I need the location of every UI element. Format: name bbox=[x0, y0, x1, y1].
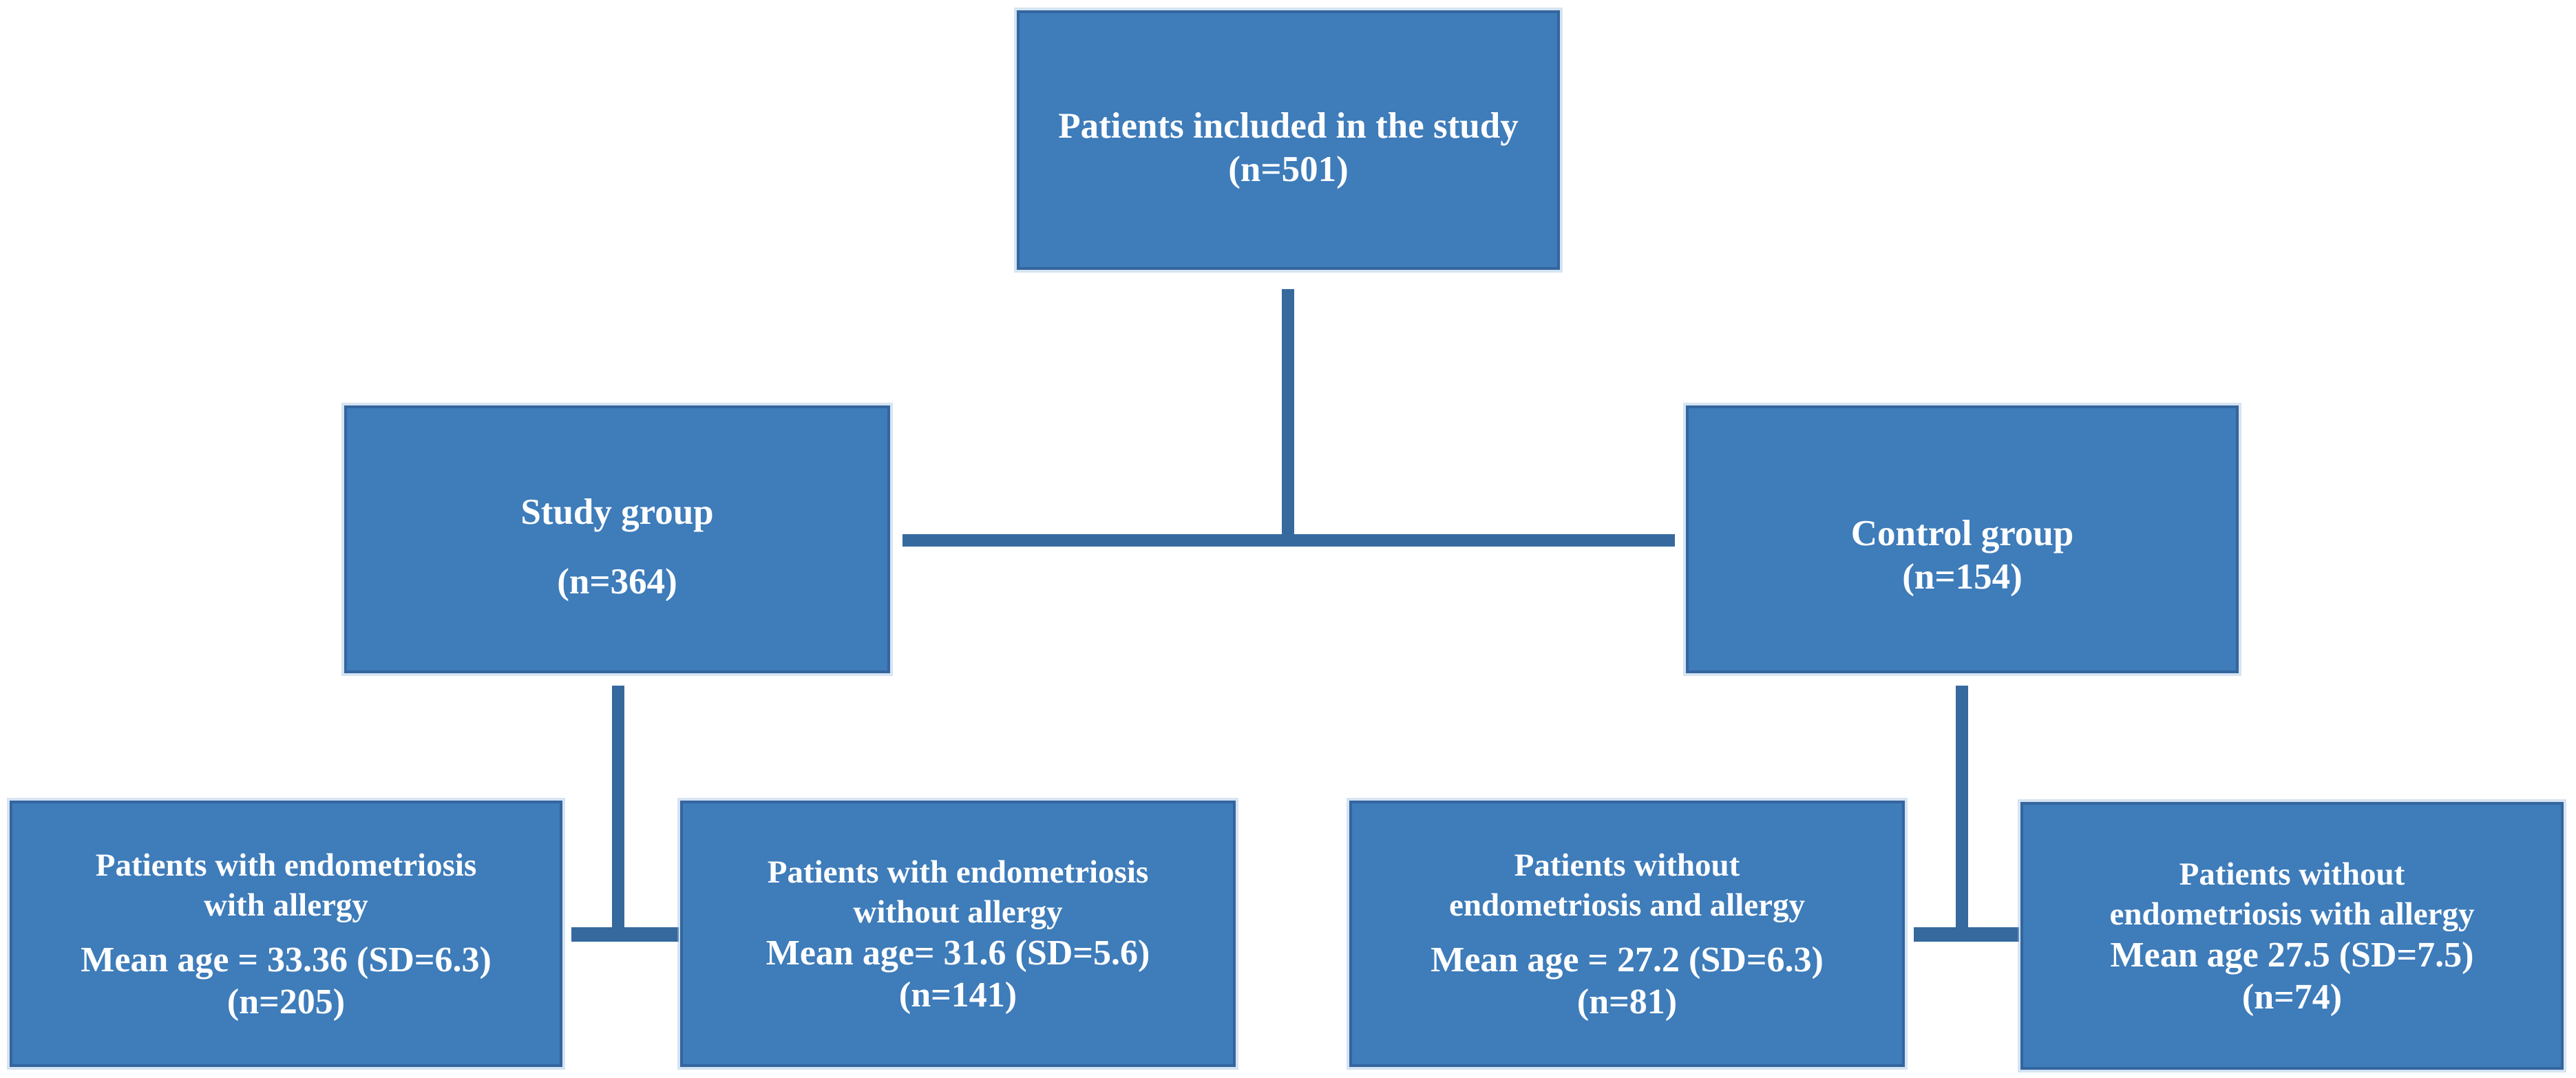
connector-study-crossbar bbox=[571, 927, 679, 942]
node-endo-with-allergy-label-2: with allergy bbox=[204, 887, 368, 923]
node-endo-without-allergy: Patients with endometriosis without alle… bbox=[680, 801, 1236, 1067]
node-no-endo-and-allergy: Patients without endometriosis and aller… bbox=[1349, 801, 1905, 1067]
node-study-group-count: (n=364) bbox=[557, 561, 677, 602]
connector-study-vertical bbox=[612, 686, 624, 942]
node-endo-without-allergy-label-2: without allergy bbox=[853, 894, 1063, 930]
node-patients-included-count: (n=501) bbox=[1228, 149, 1349, 189]
node-no-endo-with-allergy-label-2: endometriosis with allergy bbox=[2109, 896, 2475, 932]
node-study-group-label: Study group bbox=[520, 492, 714, 532]
node-no-endo-and-allergy-label-1: Patients without bbox=[1514, 847, 1740, 883]
node-patients-included: Patients included in the study (n=501) bbox=[1017, 10, 1560, 270]
connector-control-vertical bbox=[1956, 686, 1968, 942]
node-endo-with-allergy-mean-age: Mean age = 33.36 (SD=6.3) bbox=[81, 940, 492, 980]
node-no-endo-with-allergy-count: (n=74) bbox=[2241, 977, 2343, 1017]
node-control-group-count: (n=154) bbox=[1902, 556, 2023, 597]
node-endo-without-allergy-label-1: Patients with endometriosis bbox=[767, 854, 1149, 890]
node-no-endo-and-allergy-count: (n=81) bbox=[1576, 982, 1678, 1022]
node-study-group: Study group (n=364) bbox=[344, 405, 890, 673]
node-no-endo-with-allergy: Patients without endometriosis with alle… bbox=[2020, 802, 2564, 1070]
node-control-group: Control group (n=154) bbox=[1686, 405, 2239, 673]
node-no-endo-and-allergy-mean-age: Mean age = 27.2 (SD=6.3) bbox=[1430, 940, 1824, 980]
node-no-endo-and-allergy-label-2: endometriosis and allergy bbox=[1449, 887, 1805, 923]
connector-top-vertical bbox=[1282, 289, 1294, 547]
node-endo-without-allergy-mean-age: Mean age= 31.6 (SD=5.6) bbox=[766, 933, 1150, 973]
connector-control-crossbar bbox=[1914, 927, 2019, 942]
node-no-endo-with-allergy-mean-age: Mean age 27.5 (SD=7.5) bbox=[2110, 935, 2474, 975]
node-no-endo-with-allergy-label-1: Patients without bbox=[2179, 856, 2405, 892]
node-patients-included-label: Patients included in the study bbox=[1058, 105, 1519, 146]
node-endo-with-allergy-label-1: Patients with endometriosis bbox=[95, 847, 477, 883]
node-control-group-label: Control group bbox=[1850, 513, 2074, 553]
node-endo-with-allergy-count: (n=205) bbox=[226, 982, 346, 1022]
connector-groups-horizontal bbox=[902, 534, 1675, 547]
node-endo-with-allergy: Patients with endometriosis with allergy… bbox=[10, 801, 562, 1067]
node-endo-without-allergy-count: (n=141) bbox=[898, 975, 1017, 1015]
